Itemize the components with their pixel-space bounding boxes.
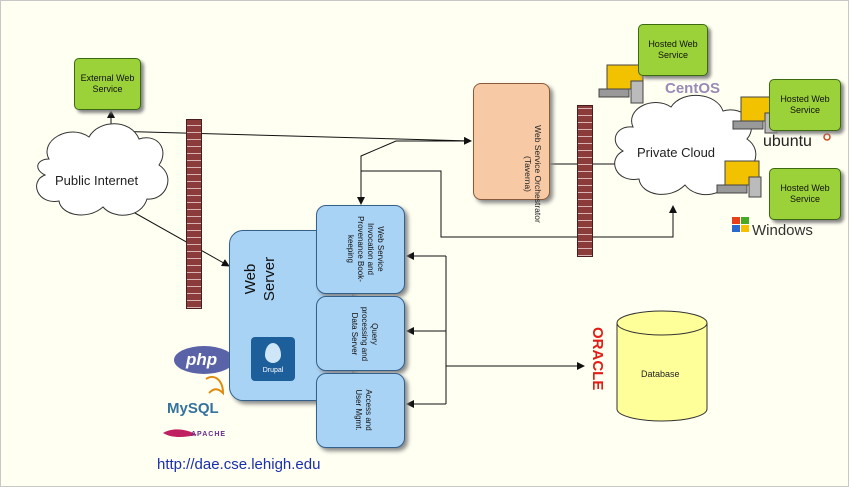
- database-cylinder: [616, 310, 708, 422]
- apache-logo: APACHE: [191, 431, 227, 438]
- site-url: http://dae.cse.lehigh.edu: [157, 456, 321, 473]
- module-query-box: [316, 296, 405, 371]
- computer-icon-centos: [598, 64, 644, 104]
- drupal-logo: Drupal: [251, 337, 295, 381]
- php-logo-shape: [174, 346, 234, 374]
- windows-flag-icon: [732, 217, 749, 232]
- drupal-drop-icon: [265, 343, 281, 363]
- orchestrator-box: [473, 83, 550, 200]
- connector-external-to-orchestrator: [107, 110, 472, 145]
- apache-feather-icon: [163, 429, 197, 437]
- private-cloud-label: Private Cloud: [637, 145, 716, 160]
- external-web-service-label: External Web Service: [80, 73, 135, 94]
- centos-logo: CentOS: [665, 80, 721, 97]
- hosted-web-service-centos: Hosted Web Service: [638, 24, 708, 76]
- module-invocation-box: [316, 205, 405, 294]
- connector-internet-to-webserver: [118, 203, 230, 267]
- module-invocation-label: Web Service Invocation and Provenance Bo…: [346, 216, 385, 282]
- database-label: Database: [641, 369, 680, 379]
- connector-invocation-to-cloud: [360, 170, 677, 238]
- windows-logo: Windows: [752, 222, 813, 239]
- hosted-web-service-ubuntu: Hosted Web Service: [769, 79, 841, 131]
- connector-orchestrator-to-invocation: [357, 140, 471, 205]
- hosted-web-service-label: Hosted Web Service: [780, 94, 830, 115]
- ubuntu-logo-icon: [823, 133, 831, 141]
- external-web-service: External Web Service: [74, 58, 141, 110]
- php-logo: php: [186, 350, 218, 369]
- firewall-public: [186, 119, 202, 309]
- module-access-box: [316, 373, 405, 448]
- computer-icon-windows: [716, 160, 762, 198]
- hosted-web-service-windows: Hosted Web Service: [769, 168, 841, 220]
- mysql-logo: MySQL: [167, 400, 219, 417]
- module-query-label: Query processing and Data Server: [350, 306, 379, 362]
- hosted-web-service-label: Hosted Web Service: [648, 39, 698, 60]
- public-internet-label: Public Internet: [55, 173, 139, 188]
- public-internet-cloud: [36, 123, 169, 216]
- module-access-label: Access and User Mgmt.: [354, 389, 373, 431]
- mysql-dolphin-icon: [205, 375, 225, 396]
- firewall-private: [577, 105, 593, 257]
- web-server-label: Web Server: [242, 256, 278, 302]
- oracle-logo: ORACLE: [589, 327, 606, 391]
- drupal-label: Drupal: [262, 367, 284, 374]
- ubuntu-logo: ubuntu: [763, 133, 812, 150]
- orchestrator-label: Web Service Orchestrator (Taverna): [523, 125, 543, 223]
- hosted-web-service-label: Hosted Web Service: [780, 183, 830, 204]
